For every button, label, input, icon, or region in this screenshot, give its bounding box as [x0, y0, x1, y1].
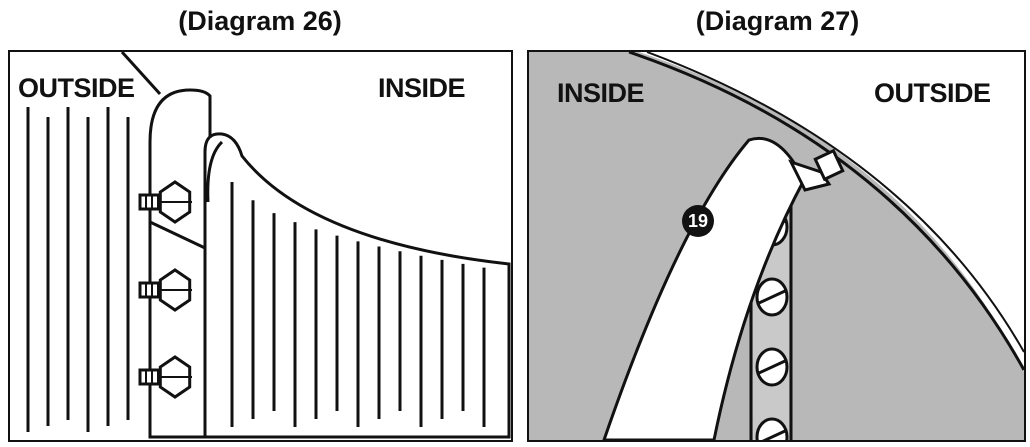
- hex-bolt: [138, 268, 192, 312]
- diagram-26-title: (Diagram 26): [178, 6, 342, 36]
- strap-bolt: [788, 148, 845, 192]
- outside-wall-edge: [120, 52, 162, 96]
- inside-wall-stripes: [230, 182, 486, 427]
- slot-screw: [755, 347, 789, 387]
- diagram-27-panel: INSIDE OUTSIDE 19: [527, 50, 1026, 442]
- inside-label: INSIDE: [557, 78, 645, 108]
- outside-wall-stripes: [26, 107, 130, 432]
- bolts-group: [138, 180, 192, 399]
- diagram-27-title: (Diagram 27): [695, 6, 860, 36]
- diagram-26-illustration: [26, 52, 511, 439]
- wall-rim: [628, 52, 1024, 371]
- outside-label: OUTSIDE: [18, 73, 135, 103]
- diagram-27-illustration: [529, 52, 1024, 440]
- slot-screw: [755, 417, 789, 440]
- callout-badge: 19: [682, 205, 714, 237]
- hex-bolt: [138, 355, 192, 399]
- hex-bolt: [138, 180, 192, 224]
- outside-wall-flap: [148, 88, 212, 439]
- diagram-26-panel: OUTSIDE INSIDE: [8, 50, 513, 442]
- outside-label: OUTSIDE: [874, 78, 991, 108]
- inside-label: INSIDE: [378, 73, 466, 103]
- strap-band: [602, 136, 806, 440]
- slot-screw: [755, 277, 789, 317]
